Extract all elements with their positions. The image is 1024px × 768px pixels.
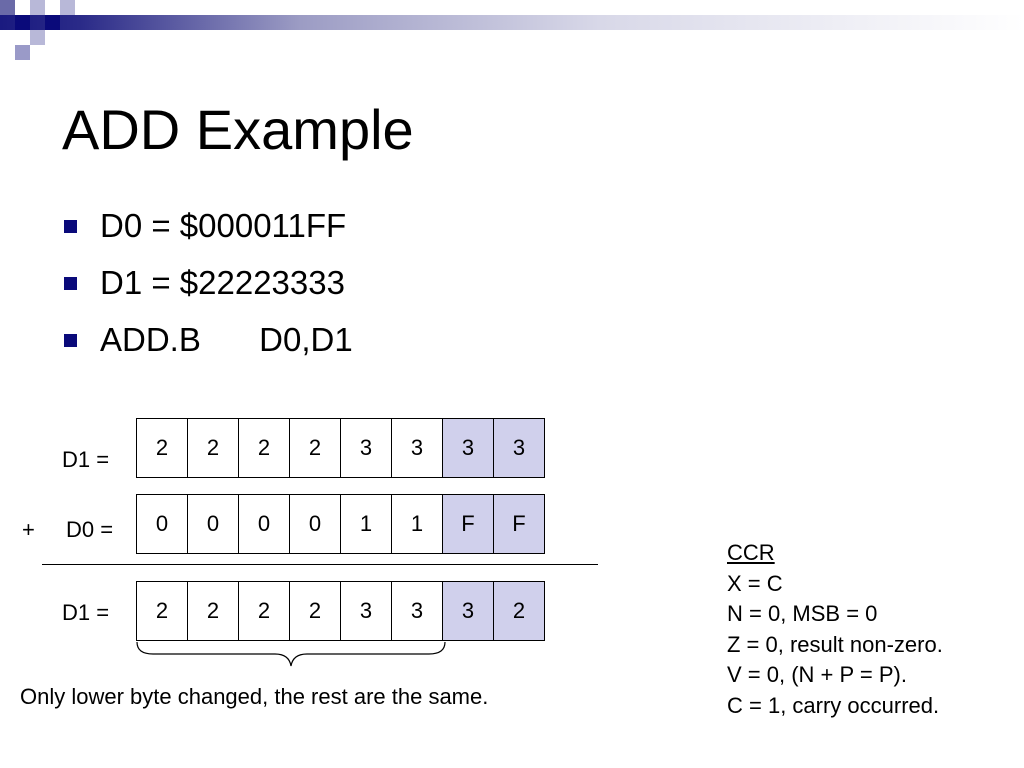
square-bullet-icon (64, 277, 77, 290)
register-cell: 0 (238, 494, 290, 554)
register-cell: 2 (187, 581, 239, 641)
curly-brace-icon (136, 641, 446, 667)
bullet-instruction: ADD.B (100, 321, 201, 358)
decor-square (15, 45, 30, 60)
decor-square (30, 0, 45, 15)
register-cell: 3 (340, 581, 392, 641)
d1-register-row: 2 2 2 2 3 3 3 3 (136, 418, 545, 478)
register-cell: 2 (187, 418, 239, 478)
register-cell: 0 (136, 494, 188, 554)
register-cell: 2 (136, 418, 188, 478)
register-cell: 2 (238, 581, 290, 641)
register-cell-low-byte: F (442, 494, 494, 554)
ccr-line: C = 1, carry occurred. (727, 692, 940, 718)
register-cell: 1 (340, 494, 392, 554)
ccr-line: X = C (727, 570, 783, 596)
bullet-item: D1 = $22223333 (62, 263, 353, 320)
slide-title: ADD Example (62, 98, 414, 161)
sum-divider-line (42, 564, 598, 565)
register-cell: 3 (340, 418, 392, 478)
square-bullet-icon (64, 220, 77, 233)
ccr-line: Z = 0, result non-zero. (727, 631, 943, 657)
caption-text: Only lower byte changed, the rest are th… (20, 684, 489, 709)
ccr-line: V = 0, (N + P = P). (727, 662, 907, 687)
d0-register-row: 0 0 0 0 1 1 F F (136, 494, 545, 554)
register-cell: 0 (289, 494, 341, 554)
ccr-heading: CCR (727, 540, 775, 565)
register-cell: 0 (187, 494, 239, 554)
bullet-item: D0 = $000011FF (62, 206, 353, 263)
register-cell: 2 (289, 418, 341, 478)
register-cell-low-byte: 2 (493, 581, 545, 641)
register-cell-low-byte: F (493, 494, 545, 554)
plus-sign: + (22, 517, 35, 542)
bullet-text: D0 = $000011FF (100, 207, 347, 244)
register-cell-low-byte: 3 (493, 418, 545, 478)
register-cell-low-byte: 3 (442, 581, 494, 641)
decor-square (15, 15, 30, 30)
decor-square (45, 15, 60, 30)
decor-square (0, 0, 15, 15)
register-cell-low-byte: 3 (442, 418, 494, 478)
header-band (0, 15, 1024, 30)
bullet-text: D1 = $22223333 (100, 264, 345, 301)
bullet-operands: D0,D1 (259, 321, 353, 358)
register-cell: 2 (238, 418, 290, 478)
decor-square (30, 30, 45, 45)
decor-square (60, 0, 75, 15)
register-cell: 2 (289, 581, 341, 641)
register-cell: 3 (391, 581, 443, 641)
ccr-line: N = 0, MSB = 0 (727, 601, 878, 626)
square-bullet-icon (64, 334, 77, 347)
result-register-row: 2 2 2 2 3 3 3 2 (136, 581, 545, 641)
d0-label: D0 = (66, 517, 114, 542)
bullet-item: ADD.B D0,D1 (62, 320, 353, 377)
result-label: D1 = (62, 600, 110, 625)
register-cell: 2 (136, 581, 188, 641)
d1-label: D1 = (62, 447, 110, 472)
ccr-panel: CCR X = C N = 0, MSB = 0 Z = 0, result n… (727, 538, 943, 721)
register-cell: 1 (391, 494, 443, 554)
register-cell: 3 (391, 418, 443, 478)
bullet-list: D0 = $000011FF D1 = $22223333 ADD.B D0,D… (62, 206, 353, 377)
